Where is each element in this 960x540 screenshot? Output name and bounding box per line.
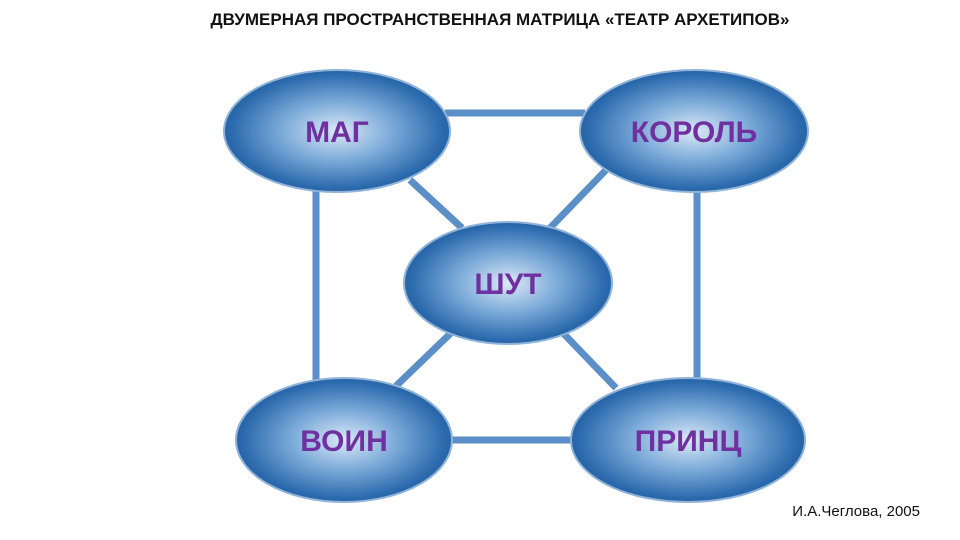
edge-shut-voin bbox=[393, 329, 455, 389]
node-voin bbox=[235, 377, 453, 503]
label-mag: МАГ bbox=[305, 116, 369, 149]
label-shut: ШУТ bbox=[474, 268, 541, 301]
node-princ bbox=[570, 377, 806, 503]
node-mag bbox=[223, 69, 451, 193]
edge-mag-shut bbox=[407, 177, 465, 231]
edge-shut-princ bbox=[559, 329, 619, 391]
label-korol: КОРОЛЬ bbox=[631, 116, 757, 149]
node-shut bbox=[403, 221, 613, 345]
diagram-title: ДВУМЕРНАЯ ПРОСТРАНСТВЕННАЯ МАТРИЦА «ТЕАТ… bbox=[210, 10, 790, 29]
edge-korol-shut bbox=[547, 167, 609, 231]
label-voin: ВОИН bbox=[300, 425, 387, 458]
label-princ: ПРИНЦ bbox=[635, 425, 742, 458]
node-korol bbox=[579, 69, 809, 193]
author-credit: И.А.Чеглова, 2005 bbox=[792, 503, 920, 520]
